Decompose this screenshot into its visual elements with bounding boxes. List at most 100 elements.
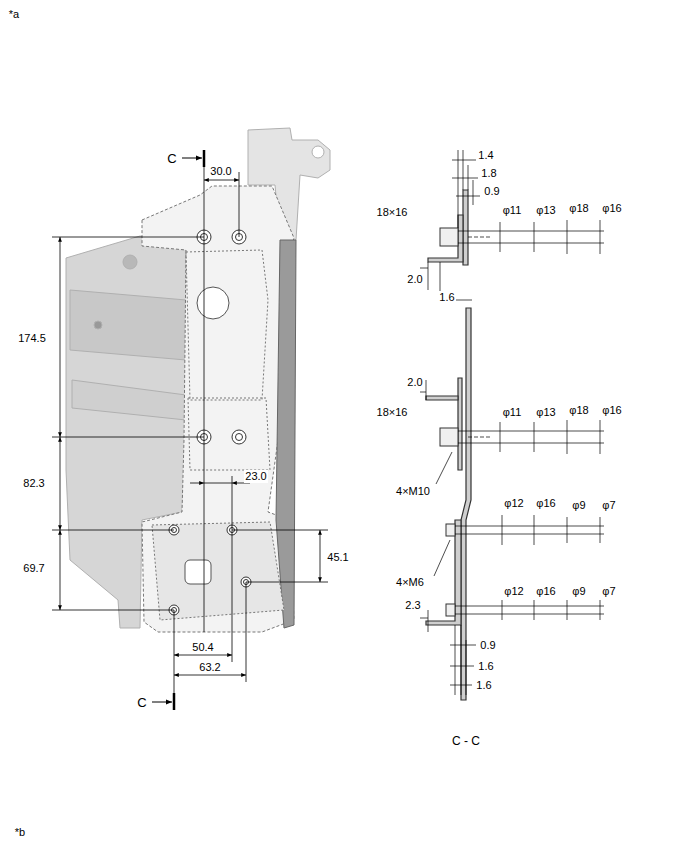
bolts-part	[440, 228, 458, 246]
dimension-lines-part	[204, 150, 205, 632]
diameter: φ9	[571, 499, 586, 512]
diameter: φ16	[535, 585, 556, 598]
diameter-lines-part	[600, 517, 601, 543]
diameter: φ16	[601, 202, 622, 215]
dimension-lines-part	[190, 483, 204, 484]
dimension: 1.6	[438, 291, 455, 304]
bracket-part	[142, 186, 294, 632]
dimension: 23.0	[244, 470, 267, 483]
body-structure-part	[312, 146, 324, 158]
diameter: φ9	[571, 585, 586, 598]
dimension-lines-part	[232, 530, 233, 662]
diameter-lines-part	[458, 150, 459, 228]
diameter-lines-part	[600, 420, 601, 454]
bolt-size: 4×M10	[395, 485, 431, 498]
dimension: 2.3	[404, 599, 421, 612]
diameter-lines-part	[452, 160, 476, 161]
diameter-lines-part	[428, 610, 429, 632]
diameter: φ7	[601, 585, 616, 598]
diameter: φ18	[568, 202, 589, 215]
diameter-lines-part	[420, 392, 426, 393]
dimension: 174.5	[17, 332, 47, 345]
dimension: 2.0	[406, 376, 423, 389]
dimension: 63.2	[198, 661, 221, 674]
body-structure-part	[72, 380, 186, 420]
dimension: 0.9	[479, 639, 496, 652]
diameter: φ11	[502, 406, 523, 419]
section-plates-part	[426, 520, 461, 625]
diameter-lines-part	[567, 220, 568, 254]
diameter-lines-part	[436, 452, 452, 484]
dimension: 0.9	[483, 185, 500, 198]
diameter-lines-part	[452, 178, 478, 179]
section-plates-part	[426, 396, 458, 400]
diameter-lines-part	[473, 180, 474, 205]
diameter-lines-part	[468, 437, 490, 438]
diameter-lines-part	[434, 540, 450, 576]
diameter-lines-part	[456, 196, 480, 197]
dimension-lines-part	[174, 655, 232, 656]
bolts	[440, 228, 458, 616]
bracket-part	[188, 398, 270, 470]
diameter: φ16	[601, 404, 622, 417]
dimension: 2.0	[406, 273, 423, 286]
bracket-part	[185, 560, 211, 584]
dimension-lines-part	[239, 172, 240, 237]
dimension-lines-part	[246, 582, 328, 583]
section-plates-part	[463, 190, 468, 265]
dimension-lines-part	[60, 237, 61, 437]
diameter-lines-part	[455, 614, 604, 615]
dimension-lines-part	[232, 483, 250, 484]
dimension-lines	[52, 150, 328, 695]
dimension: 82.3	[22, 477, 45, 490]
note-mark: *b	[14, 826, 26, 839]
dimension-lines-part	[52, 530, 174, 531]
diameter-lines-part	[500, 422, 501, 452]
bolts-part	[446, 524, 455, 536]
diameter-lines-part	[428, 262, 429, 290]
diameter: φ16	[535, 497, 556, 510]
dimension: 30.0	[209, 165, 232, 178]
diameter-lines-part	[534, 422, 535, 452]
diameter-lines-part	[468, 237, 490, 238]
dimension-lines-part	[246, 582, 247, 682]
dimension: 1.6	[475, 679, 492, 692]
section-marks-part	[173, 693, 176, 710]
diameter-lines-part	[534, 600, 535, 620]
diameter: φ13	[535, 406, 556, 419]
dimension-lines-part	[232, 476, 233, 530]
dimension-lines-part	[174, 675, 246, 676]
diameter-lines-part	[455, 625, 456, 695]
section-marks-part	[203, 150, 206, 167]
dimension: 1.6	[477, 660, 494, 673]
diameter-lines-part	[450, 666, 474, 667]
bolt-holes	[169, 230, 251, 615]
section-marks	[152, 150, 204, 710]
diameter-lines-part	[458, 231, 604, 232]
diameter-lines-part	[502, 515, 503, 545]
section-marks-part	[182, 158, 202, 159]
diameter-lines-part	[534, 515, 535, 545]
section-plates	[426, 190, 471, 700]
diameter-lines	[420, 150, 604, 695]
diameter-lines-part	[458, 443, 604, 444]
diameter-lines-part	[502, 600, 503, 620]
diameter-lines-part	[455, 534, 604, 535]
bolt-size: 18×16	[376, 406, 409, 419]
bolt-size: 18×16	[376, 206, 409, 219]
bolts-part	[446, 604, 455, 616]
dimension-lines-part	[52, 437, 204, 438]
diameter: φ13	[535, 204, 556, 217]
diameter-lines-part	[500, 222, 501, 252]
diameter-lines-part	[567, 420, 568, 454]
diameter-lines-part	[466, 640, 467, 695]
bolt-holes-part	[236, 434, 243, 441]
dimension: 45.1	[326, 551, 349, 564]
dimension-lines-part	[232, 530, 328, 531]
diameter-lines-part	[534, 222, 535, 252]
body-structure-part	[123, 255, 137, 269]
diameter: φ12	[503, 585, 524, 598]
note-mark: *a	[8, 8, 20, 21]
